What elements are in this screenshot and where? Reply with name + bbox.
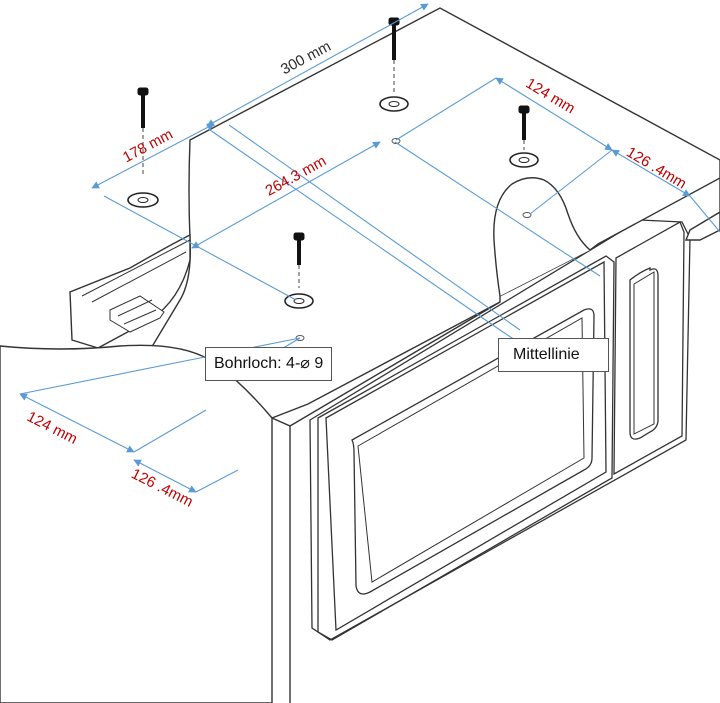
dimension-178: 178 mm: [120, 126, 176, 166]
washer-right: [509, 152, 539, 218]
washer-left: [127, 192, 159, 208]
centerline-label: Mittellinie: [498, 338, 609, 372]
hole-label: Bohrloch: 4-⌀ 9: [205, 347, 333, 381]
